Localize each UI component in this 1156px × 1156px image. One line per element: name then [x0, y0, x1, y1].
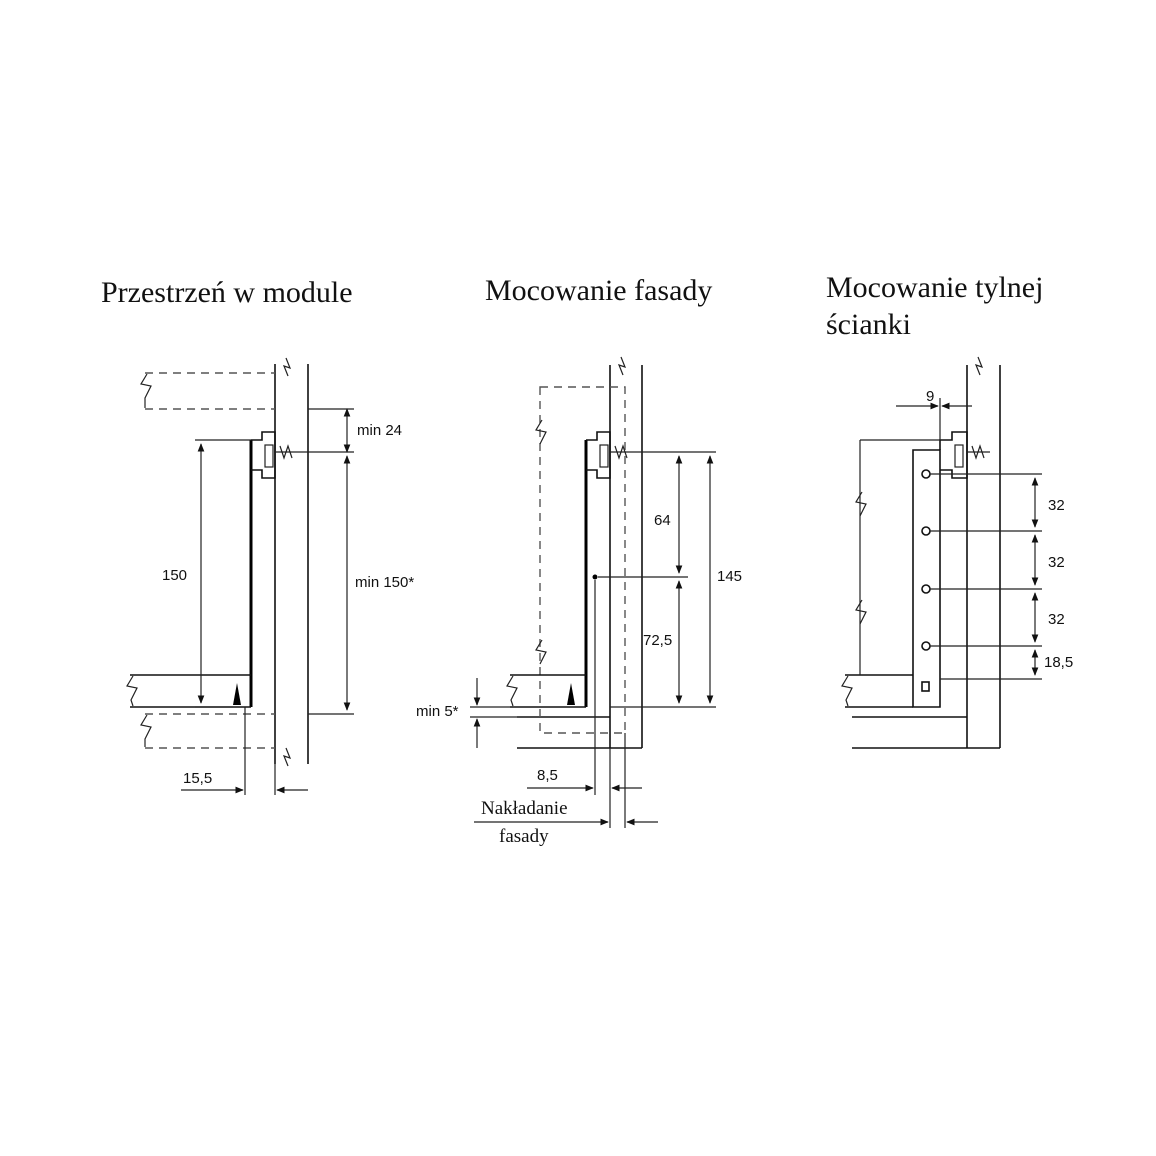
panel-front-mounting: Mocowanie fasady [416, 274, 742, 847]
dim-clearance-top-label: min 24 [357, 422, 402, 439]
dimension-15-5: 15,5 [181, 707, 308, 795]
dim-offset-label: 8,5 [537, 767, 558, 784]
front-overlay-note: Nakładanie fasady [474, 798, 658, 847]
back-panel-reference [855, 439, 940, 675]
dim-clearance-height-label: min 150* [355, 574, 414, 591]
panel-2-title: Mocowanie fasady [485, 274, 712, 307]
drawer-bottom [126, 674, 251, 708]
dim-pitch-1-label: 32 [1048, 497, 1065, 514]
dimension-150: 150 [162, 439, 251, 708]
drawer-side-profile [249, 431, 298, 707]
dimension-min-5: min 5* [416, 678, 517, 748]
panel-1-title: Przestrzeń w module [101, 276, 353, 309]
bracket-hole-1 [921, 469, 931, 479]
dim-lower-label: 72,5 [643, 632, 672, 649]
dimension-64: 64 [598, 451, 716, 578]
cabinet-side-wall [517, 356, 643, 749]
dim-height-label: 150 [162, 567, 187, 584]
drawer-side-profile [584, 431, 632, 707]
lower-drawer-outline [140, 713, 275, 749]
dim-bottom-gap-label: min 5* [416, 703, 459, 720]
dimension-9: 9 [896, 388, 972, 440]
bracket-hole-4 [921, 641, 931, 651]
dim-bottom-label: 18,5 [1044, 654, 1073, 671]
dim-pitch-2-label: 32 [1048, 554, 1065, 571]
panel-cabinet-space: Przestrzeń w module [101, 276, 414, 795]
dim-total-label: 145 [717, 568, 742, 585]
panel-3-title-line-1: Mocowanie tylnej [826, 271, 1043, 304]
dimension-min-24: min 24 [298, 408, 402, 453]
cabinet-side-wall [852, 356, 1001, 749]
dimension-72-5: 72,5 [610, 580, 716, 708]
dim-top-offset-label: 9 [926, 388, 934, 405]
overlay-note-line-1: Nakładanie [481, 798, 568, 819]
panel-3-title-line-2: ścianki [826, 308, 911, 341]
dim-pitch-3-label: 32 [1048, 611, 1065, 628]
dim-upper-label: 64 [654, 512, 671, 529]
dim-side-offset-label: 15,5 [183, 770, 212, 787]
drawer-bottom [506, 674, 586, 708]
dimension-145: 145 [706, 455, 742, 704]
bracket-slot [921, 681, 930, 692]
overlay-note-line-2: fasady [499, 826, 549, 847]
bracket-hole-3 [921, 584, 931, 594]
upper-drawer-outline [140, 372, 275, 410]
dimension-8-5: 8,5 [527, 580, 642, 828]
dimension-min-150: min 150* [308, 455, 414, 715]
panel-back-mounting: Mocowanie tylnej ścianki [826, 271, 1073, 749]
back-bracket-plate [912, 431, 990, 708]
front-panel-outline [535, 386, 626, 734]
cabinet-side-wall [274, 357, 309, 767]
bracket-hole-2 [921, 526, 931, 536]
drawer-bottom [841, 674, 913, 708]
dimension-hole-pitch: 32 32 32 18,5 [930, 473, 1073, 680]
